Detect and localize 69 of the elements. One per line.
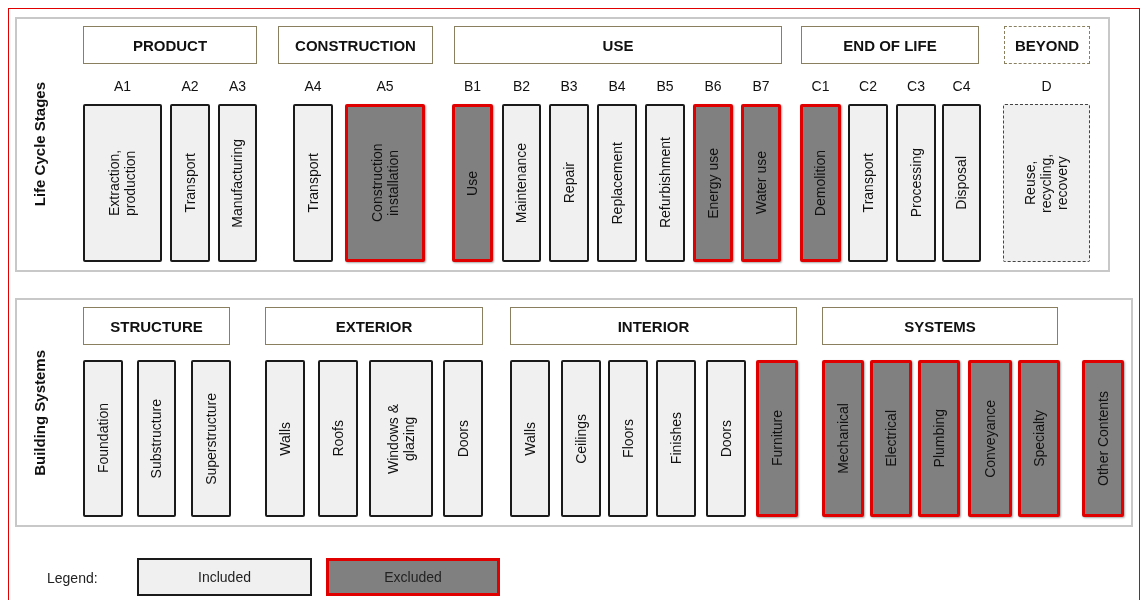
excluded-box: Conveyance (968, 360, 1012, 517)
stage-code: B7 (752, 78, 770, 94)
excluded-box: Use (452, 104, 493, 262)
stage-code: D (1041, 78, 1052, 94)
stage-code: A1 (113, 78, 132, 94)
stage-code: B1 (463, 78, 482, 94)
stage-group-header: CONSTRUCTION (278, 26, 433, 64)
key-title: Legend: (47, 570, 98, 586)
stage-code: A2 (181, 78, 199, 94)
included-box: Floors (608, 360, 648, 517)
stage-code: B2 (512, 78, 531, 94)
panel-background (15, 17, 1110, 272)
excluded-box: Demolition (800, 104, 841, 262)
excluded-box: Plumbing (918, 360, 960, 517)
included-box: Roofs (318, 360, 358, 517)
panel-background (15, 298, 1133, 527)
stage-code: A3 (228, 78, 247, 94)
included-box: Walls (265, 360, 305, 517)
included-box: Maintenance (502, 104, 541, 262)
included-box: Transport (848, 104, 888, 262)
included-box: Disposal (942, 104, 981, 262)
included-box: Repair (549, 104, 589, 262)
panel-title: Building Systems (31, 349, 48, 476)
excluded-box: Energy use (693, 104, 733, 262)
stage-group-header: EXTERIOR (265, 307, 483, 345)
included-box: Windows & glazing (369, 360, 433, 517)
excluded-box: Other Contents (1082, 360, 1124, 517)
stage-group-header: STRUCTURE (83, 307, 230, 345)
included-box: Manufacturing (218, 104, 257, 262)
stage-group-header: SYSTEMS (822, 307, 1058, 345)
excluded-box: Water use (741, 104, 781, 262)
excluded-box: Construction installation (345, 104, 425, 262)
included-box: Doors (443, 360, 483, 517)
included-box: Replacement (597, 104, 637, 262)
included-box: Refurbishment (645, 104, 685, 262)
included-box: Foundation (83, 360, 123, 517)
included-box: Transport (170, 104, 210, 262)
stage-group-header: INTERIOR (510, 307, 797, 345)
stage-group-header: USE (454, 26, 782, 64)
stage-code: C3 (907, 78, 925, 94)
included-box: Reuse, recycling, recovery (1003, 104, 1090, 262)
stage-code: B5 (656, 78, 674, 94)
stage-code: B6 (704, 78, 722, 94)
stage-group-header: PRODUCT (83, 26, 257, 64)
legend-swatch: Included (137, 558, 312, 596)
excluded-box: Specialty (1018, 360, 1060, 517)
included-box: Finishes (656, 360, 696, 517)
stage-code: C1 (811, 78, 830, 94)
stage-code: C4 (952, 78, 971, 94)
excluded-box: Electrical (870, 360, 912, 517)
stage-group-header: END OF LIFE (801, 26, 979, 64)
stage-code: B3 (560, 78, 578, 94)
legend-swatch: Excluded (326, 558, 500, 596)
included-box: Superstructure (191, 360, 231, 517)
excluded-box: Mechanical (822, 360, 864, 517)
excluded-box: Furniture (756, 360, 798, 517)
included-box: Transport (293, 104, 333, 262)
stage-code: C2 (859, 78, 877, 94)
stage-code: A5 (376, 78, 394, 94)
panel-title: Life Cycle Stages (31, 82, 48, 207)
included-box: Ceilings (561, 360, 601, 517)
included-box: Doors (706, 360, 746, 517)
stage-code: B4 (608, 78, 626, 94)
included-box: Walls (510, 360, 550, 517)
included-box: Processing (896, 104, 936, 262)
stage-code: A4 (304, 78, 322, 94)
included-box: Substructure (137, 360, 176, 517)
included-box: Extraction, production (83, 104, 162, 262)
stage-group-header: BEYOND (1004, 26, 1090, 64)
